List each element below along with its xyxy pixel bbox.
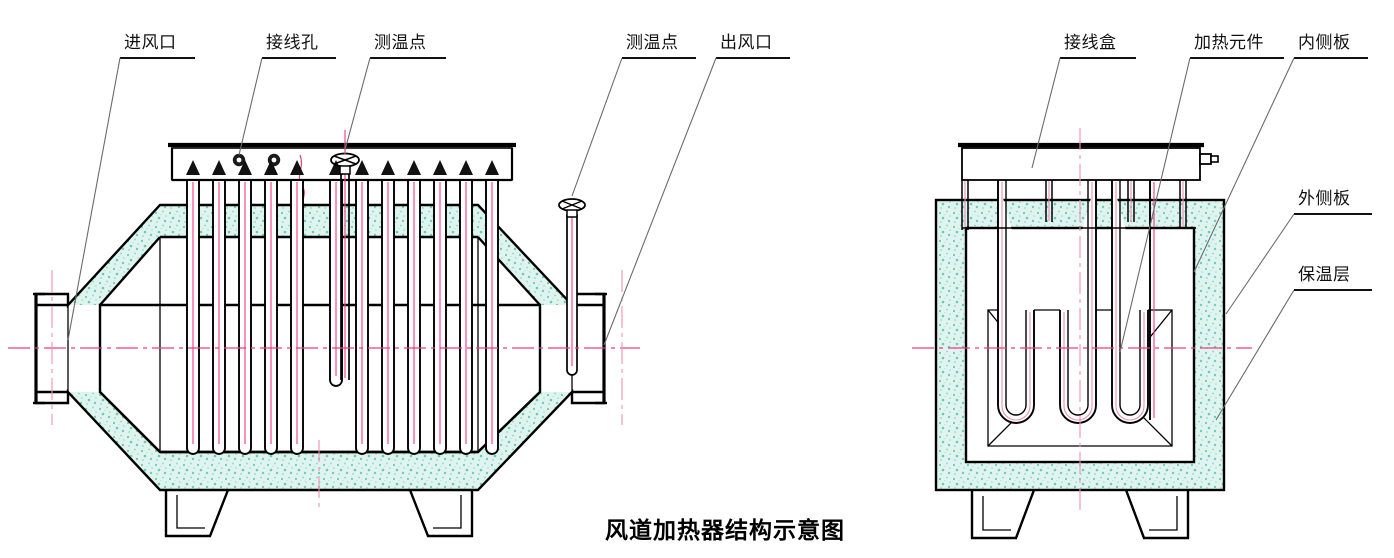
cable-gland-icon [1199,153,1219,165]
heating-element [485,160,499,455]
label-temp-point-2: 测温点 [626,33,679,53]
support-leg-right-2 [1124,489,1190,540]
label-junction-box: 接线盒 [1064,33,1117,53]
heating-element [407,160,421,455]
junction-box-right-view [958,142,1219,181]
insulation-top-band [160,205,478,237]
leader-air-outlet [603,57,717,346]
heating-element-array-left [186,160,499,455]
leader-outer-side-plate [1225,213,1295,315]
support-leg-left-1 [164,489,230,538]
right-side-section-view [912,128,1252,540]
leader-inner-side-plate [1193,57,1295,273]
heating-element [355,160,369,455]
hairpin-heating-elements [997,180,1155,424]
label-wiring-hole: 接线孔 [266,33,319,53]
leader-temp-point-1 [344,57,371,151]
heating-element-hairpin [1111,180,1149,424]
label-temp-point-1: 测温点 [374,33,427,53]
leader-temp-point-2 [571,57,623,197]
heating-element [264,160,278,455]
support-leg-right-1 [970,489,1036,540]
heating-element [290,160,304,455]
leader-wiring-hole [238,57,263,156]
temperature-probe-1 [330,130,360,380]
inner-slope-left-top [99,236,161,306]
heating-element [329,160,343,387]
heating-element-hairpin [1149,180,1155,420]
leader-lines [67,56,1372,421]
diagram-title: 风道加热器结构示意图 [605,517,845,544]
heating-element [459,160,473,455]
element-stubs [961,180,1196,230]
leader-insulation-layer [1215,289,1295,421]
heating-element [186,160,200,455]
label-heating-element: 加热元件 [1194,33,1264,53]
heating-element [212,160,226,455]
heating-element [381,160,395,455]
label-insulation-layer: 保温层 [1298,265,1351,285]
leader-air-inlet [67,57,121,341]
support-leg-left-2 [408,489,474,538]
wiring-hole-1 [232,153,246,167]
label-air-outlet: 出风口 [720,33,773,53]
heating-element-hairpin [1059,180,1097,424]
leader-heating-element [1119,57,1191,353]
heating-element-hairpin [997,180,1035,424]
heating-element [238,160,252,455]
leader-junction-box [1031,57,1061,169]
label-inner-side-plate: 内侧板 [1298,33,1351,53]
label-outer-side-plate: 外侧板 [1298,189,1351,209]
label-air-inlet: 进风口 [124,33,177,53]
heating-element [433,160,447,455]
left-front-section-view [8,130,640,538]
temperature-probe-2 [558,198,586,376]
label-texts: 进风口 接线孔 测温点 测温点 出风口 接线盒 加热元件 内侧板 外侧板 保温层 [124,33,1351,285]
inner-slope-left-bottom [99,391,161,453]
